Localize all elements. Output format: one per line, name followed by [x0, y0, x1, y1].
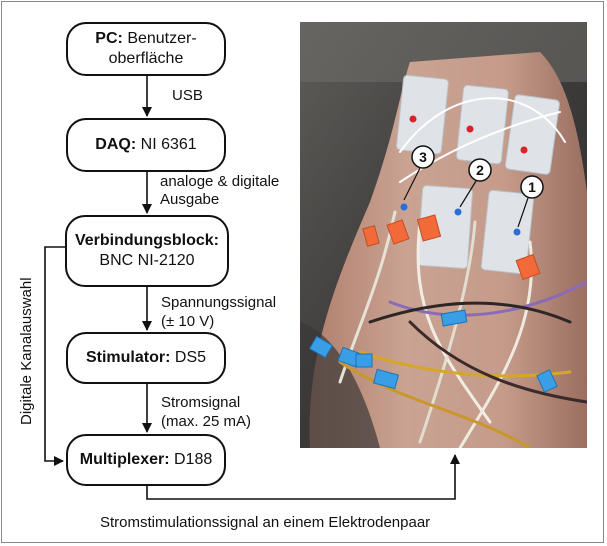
- mux-title: Multiplexer:: [79, 451, 170, 468]
- daq-text: NI 6361: [140, 136, 197, 153]
- daq-box: DAQ: NI 6361: [66, 118, 226, 172]
- marker-2: 2: [476, 162, 484, 178]
- stim-box: Stimulator: DS5: [66, 332, 226, 384]
- arrow-mux-photo: [146, 454, 460, 500]
- pc-box: PC: Benutzer- oberfläche: [66, 22, 226, 76]
- edge-label-stim-line1: Stromsignal: [161, 394, 241, 411]
- pc-text-line1: Benutzer-: [127, 30, 197, 47]
- photo-markers: 3 2 1: [403, 145, 544, 228]
- edge-label-block-line1: Spannungssignal: [161, 294, 277, 311]
- mux-text: D188: [174, 451, 213, 468]
- edge-label-daq-line1: analoge & digitale: [160, 173, 280, 190]
- daq-title: DAQ:: [95, 136, 137, 153]
- block-title: Verbindungsblock:: [74, 232, 219, 249]
- stim-title: Stimulator:: [85, 349, 171, 366]
- marker-1: 1: [528, 179, 536, 195]
- block-text: BNC NI-2120: [99, 252, 195, 269]
- pc-title: PC:: [95, 30, 123, 47]
- edge-label-daq-line2: Ausgabe: [160, 191, 220, 208]
- stim-text: DS5: [174, 349, 207, 366]
- edge-label-stim-line2: (max. 25 mA): [161, 413, 252, 430]
- block-box: Verbindungsblock: BNC NI-2120: [65, 215, 229, 287]
- arm-electrode-photo: 3 2 1: [300, 22, 587, 448]
- side-label: Digitale Kanalauswahl: [18, 277, 35, 425]
- edge-label-usb: USB: [172, 87, 203, 104]
- edge-label-block-line2: (± 10 V): [161, 313, 215, 330]
- bottom-label: Stromstimulationssignal an einem Elektro…: [100, 514, 431, 531]
- mux-box: Multiplexer: D188: [66, 434, 226, 486]
- pc-text-line2: oberfläche: [108, 50, 184, 67]
- marker-3: 3: [419, 149, 427, 165]
- arrow-block-mux-side: [44, 246, 65, 466]
